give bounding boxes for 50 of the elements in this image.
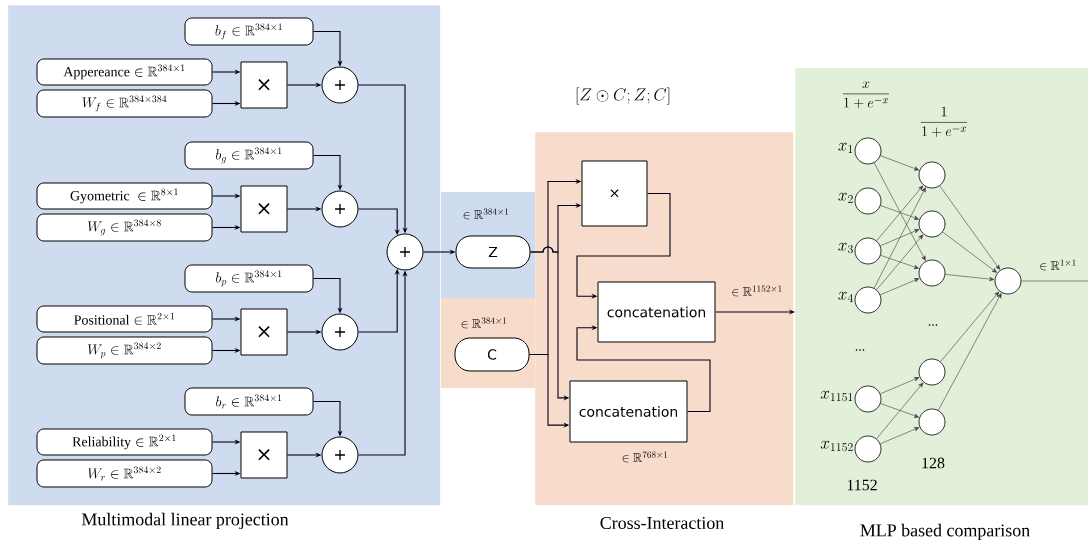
dimension-label: $\in \mathbb{R}^{1\times 1}$ [1040,259,1076,271]
neuron-circle [918,210,946,238]
activation-formula: $\frac{x}{1+e^{-x}}$ [843,81,890,109]
arrow [880,255,919,269]
layer-size: 1152 [847,479,877,491]
arrow [880,205,919,220]
dimension-label: $\in \mathbb{R}^{384\times 1}$ [463,208,509,220]
operation-box: concatenation [569,380,688,443]
arrow [945,274,995,282]
neuron-circle [918,358,946,386]
arrow [876,234,924,291]
dimension-label: $x_{1151}$ [820,390,853,402]
neuron-circle [918,259,946,287]
operation-box: concatenation [597,281,716,343]
arrow [938,293,1002,411]
dimension-label: $x_2$ [838,192,853,203]
dimension-label: $\in \mathbb{R}^{384\times 1}$ [461,317,507,329]
panel-caption: Multimodal linear projection [81,512,289,530]
neuron-circle [918,408,946,436]
arrow [880,377,920,395]
arrow [880,278,920,296]
arrow [880,229,920,247]
arrow [880,155,920,171]
arrow [876,185,924,242]
arrow [940,291,1000,362]
arrow [880,427,920,445]
vector-pill: Z [455,235,531,269]
formula-label: $[Z\odot C; Z; C]$ [576,87,670,105]
dimension-label: $\in \mathbb{R}^{768\times 1}$ [622,451,668,463]
neuron-circle [918,161,946,189]
ellipsis: ... [928,324,938,326]
arrow [942,231,997,273]
arrow [873,162,926,261]
vector-pill: C [454,337,530,372]
layer-size: 128 [922,457,945,469]
arrow [880,403,919,418]
activation-formula: $\frac{1}{1+e^{-x}}$ [921,106,968,137]
arrow [873,187,926,289]
dimension-label: $x_{1152}$ [820,440,853,452]
arrow [876,382,924,439]
dimension-label: $\in \mathbb{R}^{1152\times 1}$ [732,285,782,297]
ellipsis: ... [855,349,865,351]
arrow [939,185,1001,270]
panel-caption: Cross-Interaction [600,516,724,529]
dimension-label: $x_4$ [838,291,853,302]
panel-caption: MLP based comparison [860,523,1030,541]
dimension-label: $x_3$ [838,242,853,254]
arrow [576,325,711,413]
operation-box: × [581,160,648,227]
dimension-label: $x_1$ [838,142,853,153]
